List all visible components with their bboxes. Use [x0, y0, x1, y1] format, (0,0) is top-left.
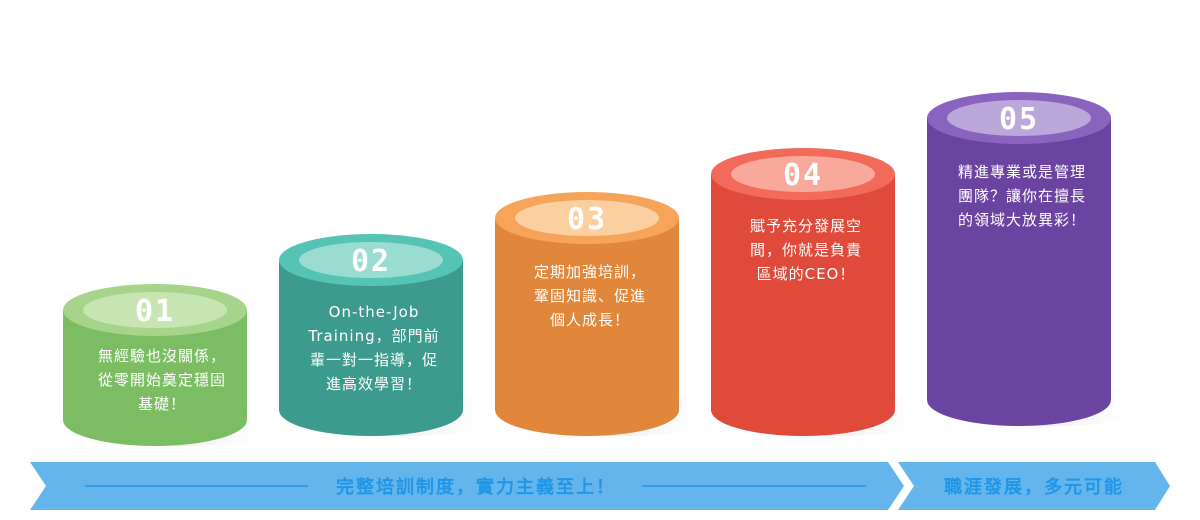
cylinder-body — [63, 310, 247, 446]
arrow-segment-left — [30, 462, 904, 510]
step-description-05: 精進專業或是管理 團隊？讓你在擅長 的領域大放異彩！ — [957, 163, 1086, 229]
step-number: 05 — [999, 102, 1039, 137]
step-cylinder-05: 05 — [927, 92, 1153, 426]
step-number: 01 — [135, 294, 175, 329]
cylinder-top-inner — [947, 100, 1091, 136]
cylinder-top-inner — [299, 242, 443, 278]
step-cylinder-02: 02 — [279, 234, 505, 436]
step-description-04: 賦予充分發展空 間，你就是負責 區域的CEO！ — [749, 217, 862, 283]
step-cylinder-04: 04 — [711, 148, 937, 436]
step-cylinder-03: 03 — [495, 192, 721, 436]
arrow-right-text: 職涯發展，多元可能 — [944, 476, 1124, 498]
step-description-03: 定期加強培訓， 鞏固知識、促進 個人成長！ — [533, 263, 646, 329]
cylinder-body — [927, 118, 1111, 426]
step-number: 03 — [567, 202, 607, 237]
step-cylinder-01: 01 — [63, 284, 289, 446]
step-number: 04 — [783, 158, 823, 193]
cylinder-body — [279, 260, 463, 436]
step-description-01: 無經驗也沒關係， 從零開始奠定穩固 基礎！ — [97, 347, 226, 413]
arrow-left-text: 完整培訓制度，實力主義至上！ — [336, 476, 616, 498]
step-number: 02 — [351, 244, 391, 279]
cylinder-top-inner — [515, 200, 659, 236]
cylinder-body — [495, 218, 679, 436]
progress-arrow: 完整培訓制度，實力主義至上！ 職涯發展，多元可能 — [30, 462, 1170, 510]
cylinder-top-inner — [83, 292, 227, 328]
step-description-02: On-the-Job Training，部門前 輩一對一指導，促 進高效學習！ — [308, 303, 440, 393]
cylinder-body — [711, 174, 895, 436]
cylinder-top-inner — [731, 156, 875, 192]
arrow-segment-right — [898, 462, 1170, 510]
